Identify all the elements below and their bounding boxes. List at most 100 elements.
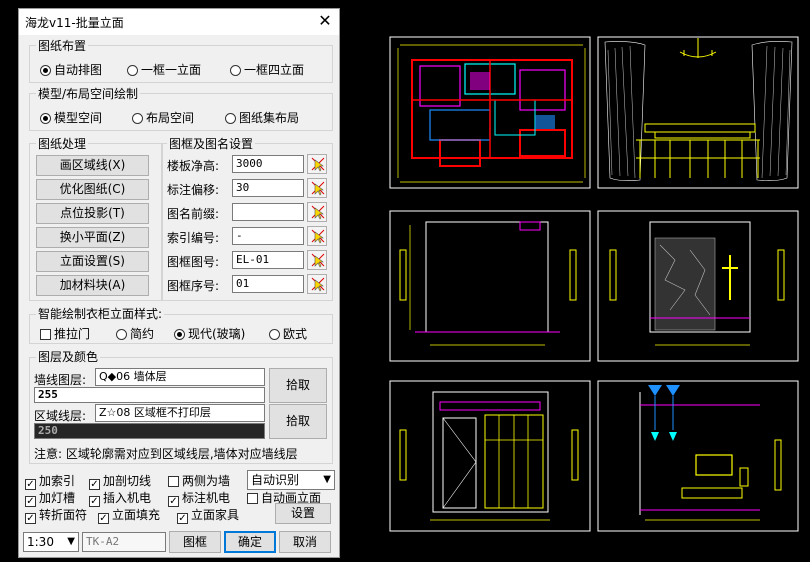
radio-modern-glass[interactable]: 现代(玻璃) <box>174 325 245 342</box>
name-prefix-label: 图名前缀: <box>167 207 220 221</box>
dim-offset-label: 标注偏移: <box>167 183 220 197</box>
radio-dot-icon <box>225 113 236 124</box>
frame-name-field[interactable]: TK-A2 <box>82 532 166 552</box>
region-color-field[interactable]: 250 <box>34 423 265 439</box>
both-sides-wall-checkbox[interactable]: 两侧为墙 <box>168 472 230 489</box>
checkbox-label: 加灯槽 <box>39 491 76 505</box>
point-projection-button[interactable]: 点位投影(T) <box>36 203 149 224</box>
radio-dot-icon <box>132 113 143 124</box>
radio-label: 一框一立面 <box>141 63 202 77</box>
dim-offset-input[interactable]: 30 <box>232 179 304 197</box>
region-layer-input[interactable]: Z☆08 区域框不打印层 <box>95 404 265 422</box>
radio-sheet-layout[interactable]: 图纸集布局 <box>225 109 299 126</box>
pick-index-number-button[interactable] <box>307 226 327 246</box>
index-number-input[interactable]: - <box>232 227 304 245</box>
checkbox-box: ✓ <box>98 513 109 524</box>
cursor-pick-icon <box>311 253 325 268</box>
elevation-furniture-checkbox[interactable]: ✓立面家具 <box>177 506 239 524</box>
annotate-mep-checkbox[interactable]: ✓标注机电 <box>168 489 230 507</box>
insert-mep-checkbox[interactable]: ✓插入机电 <box>89 489 151 507</box>
radio-one-frame-four[interactable]: 一框四立面 <box>230 61 304 78</box>
layers-group-title: 图层及颜色 <box>36 348 101 365</box>
name-prefix-input[interactable] <box>232 203 304 221</box>
drawing-frame-wardrobe-elevation <box>389 380 591 532</box>
pick-frame-seq-button[interactable] <box>307 274 327 294</box>
checkbox-box: ✓ <box>177 513 188 524</box>
draw-region-button[interactable]: 画区域线(X) <box>36 155 149 176</box>
swap-small-plan-button[interactable]: 换小平面(Z) <box>36 227 149 248</box>
checkbox-box: ✓ <box>25 513 36 524</box>
add-index-checkbox[interactable]: ✓加索引 <box>25 472 75 490</box>
pick-floor-height-button[interactable] <box>307 154 327 174</box>
radio-auto-arrange[interactable]: 自动排图 <box>40 61 102 78</box>
checkbox-box: ✓ <box>25 496 36 507</box>
wall-layer-label: 墙线图层: <box>34 373 87 387</box>
radio-dot-icon <box>40 65 51 76</box>
wardrobe-group-title: 智能绘制衣柜立面样式: <box>36 305 165 322</box>
recognize-dropdown[interactable]: 自动识别 ▼ <box>247 470 335 490</box>
wardrobe-elevation-drawing <box>399 391 579 521</box>
checkbox-label: 两侧为墙 <box>182 474 231 488</box>
add-light-slot-checkbox[interactable]: ✓加灯槽 <box>25 489 75 507</box>
auto-draw-elevation-checkbox[interactable]: 自动画立面 <box>247 489 321 506</box>
checkbox-label: 加剖切线 <box>103 474 152 488</box>
radio-one-frame-one[interactable]: 一框一立面 <box>127 61 201 78</box>
pick-name-prefix-button[interactable] <box>307 202 327 222</box>
chevron-down-icon: ▼ <box>323 474 331 485</box>
checkbox-box <box>168 476 179 487</box>
checkbox-label: 标注机电 <box>182 491 231 505</box>
cursor-pick-icon <box>311 277 325 292</box>
checkbox-label: 插入机电 <box>103 491 152 505</box>
checkbox-label: 立面填充 <box>112 508 161 522</box>
radio-simple[interactable]: 简约 <box>116 325 154 342</box>
radio-dot-icon <box>174 329 185 340</box>
radio-label: 图纸集布局 <box>239 111 300 125</box>
floor-height-input[interactable]: 3000 <box>232 155 304 173</box>
layout-group-title: 图纸布置 <box>36 37 89 54</box>
checkbox-label: 自动画立面 <box>261 491 322 505</box>
radio-label: 模型空间 <box>54 111 103 125</box>
cursor-pick-icon <box>311 229 325 244</box>
settings-button[interactable]: 设置 <box>275 503 331 524</box>
radio-european[interactable]: 欧式 <box>269 325 307 342</box>
drawing-frame-elevation-a <box>389 210 591 362</box>
elevation-fill-checkbox[interactable]: ✓立面填充 <box>98 506 160 524</box>
radio-model-space[interactable]: 模型空间 <box>40 109 102 126</box>
radio-layout-space[interactable]: 布局空间 <box>132 109 194 126</box>
close-icon[interactable]: ✕ <box>318 11 332 30</box>
checkbox-box <box>247 493 258 504</box>
wall-color-field[interactable]: 255 <box>34 387 265 403</box>
pick-wall-layer-button[interactable]: 拾取 <box>269 368 327 403</box>
processing-group-title: 图纸处理 <box>36 135 89 152</box>
scale-value: 1:30 <box>27 535 54 549</box>
pick-dim-offset-button[interactable] <box>307 178 327 198</box>
wall-layer-input[interactable]: Q◆06 墙体层 <box>95 368 265 386</box>
space-group <box>29 93 333 131</box>
window-title: 海龙v11-批量立面 <box>25 16 124 30</box>
radio-label: 自动排图 <box>54 63 103 77</box>
pick-region-layer-button[interactable]: 拾取 <box>269 404 327 439</box>
scale-dropdown[interactable]: 1:30 ▼ <box>23 532 79 552</box>
radio-dot-icon <box>116 329 127 340</box>
frame-number-input[interactable]: EL-01 <box>232 251 304 269</box>
drawing-frame-dining-elevation <box>597 36 799 189</box>
region-layer-label: 区域线层: <box>34 409 87 423</box>
chevron-down-icon: ▼ <box>67 536 75 547</box>
frame-button[interactable]: 图框 <box>169 531 221 553</box>
layout-group <box>29 45 333 83</box>
cursor-pick-icon <box>311 181 325 196</box>
recognize-value: 自动识别 <box>251 473 300 487</box>
turn-symbol-checkbox[interactable]: ✓转折面符 <box>25 506 87 524</box>
add-section-line-checkbox[interactable]: ✓加剖切线 <box>89 472 151 490</box>
cancel-button[interactable]: 取消 <box>279 531 331 553</box>
elevation-settings-button[interactable]: 立面设置(S) <box>36 251 149 272</box>
sliding-door-checkbox[interactable]: 推拉门 <box>40 325 90 342</box>
layer-note: 注意: 区域轮廓需对应到区域线层,墙体对应墙线层 <box>34 447 298 461</box>
frame-seq-input[interactable]: 01 <box>232 275 304 293</box>
title-bar[interactable]: 海龙v11-批量立面 ✕ <box>19 9 339 35</box>
optimize-drawing-button[interactable]: 优化图纸(C) <box>36 179 149 200</box>
ok-button[interactable]: 确定 <box>224 531 276 553</box>
layers-group <box>29 357 333 464</box>
add-material-block-button[interactable]: 加材料块(A) <box>36 275 149 296</box>
pick-frame-number-button[interactable] <box>307 250 327 270</box>
